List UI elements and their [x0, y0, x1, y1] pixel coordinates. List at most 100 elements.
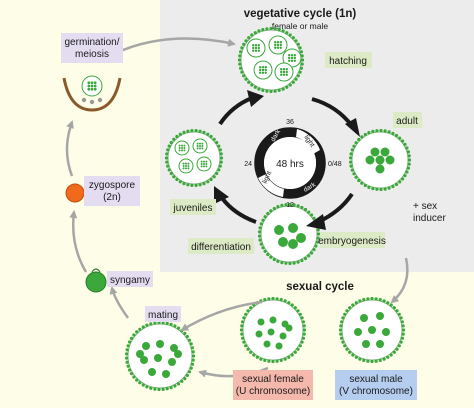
hatching-parent-somatic-cell	[300, 58, 305, 62]
embryogenesis-spheroid-somatic-cell	[266, 211, 270, 216]
arrow-mating-to-syngamy	[109, 286, 130, 319]
juveniles-parent-somatic-cell	[194, 183, 198, 187]
sexual-female-spheroid-somatic-cell	[267, 359, 271, 363]
adult-spheroid-somatic-cell	[406, 166, 410, 170]
embryogenesis-spheroid-somatic-cell	[258, 234, 262, 238]
adult-spheroid-somatic-cell	[401, 177, 405, 181]
adult-spheroid-somatic-cell	[387, 186, 391, 190]
sexual-male-spheroid-somatic-cell	[348, 350, 352, 354]
embryogenesis-spheroid-somatic-cell	[296, 260, 300, 264]
juveniles-parent-somatic-cell	[190, 129, 194, 133]
hatching-juvenile-cell	[280, 68, 283, 71]
juvenile-cell	[178, 147, 181, 149]
adult-spheroid-somatic-cell	[387, 130, 391, 134]
mating-spheroid-somatic-cell	[185, 373, 189, 377]
sexual-male-spheroid-somatic-cell	[382, 299, 386, 303]
hatching-juvenile-cell	[279, 46, 282, 49]
zygospore-cell	[65, 183, 85, 203]
juveniles-parent-somatic-cell	[190, 183, 194, 187]
adult-spheroid-somatic-cell	[407, 154, 411, 158]
germling-cell	[87, 81, 91, 85]
juveniles-parent-somatic-cell	[194, 129, 198, 133]
mating-spheroid-somatic-cell	[191, 354, 196, 358]
arrow-adult-to-embryo-head	[306, 214, 326, 230]
clock-seg-light-bottom: light	[261, 170, 273, 185]
juvenile-cell	[200, 165, 203, 168]
hatching-parent-somatic-cell	[253, 31, 257, 35]
hatching-parent-somatic-cell	[253, 85, 257, 89]
embryogenesis-spheroid-somatic-cell	[307, 210, 311, 214]
sexual-male-spheroid-somatic-cell	[351, 303, 355, 307]
adult-spheroid-somatic-cell	[350, 168, 354, 172]
meiosis-product	[97, 97, 103, 103]
hatching-parent-somatic-cell	[265, 89, 269, 93]
juvenile-cell	[183, 149, 186, 152]
label-hatching: hatching	[329, 56, 367, 67]
sexual-male-spheroid-somatic-cell	[397, 312, 401, 316]
sperm-packet	[376, 340, 384, 348]
hatching-juvenile-cell	[279, 41, 282, 44]
hatching-parent-somatic-cell	[250, 83, 254, 87]
hatching-juvenile-cell	[257, 49, 260, 52]
embryogenesis-spheroid-somatic-cell	[259, 242, 263, 246]
mated-egg	[136, 350, 144, 358]
hatching-juvenile-cell	[280, 70, 283, 74]
sexual-male-spheroid-somatic-cell	[339, 324, 343, 328]
juveniles-parent-somatic-cell	[206, 132, 210, 136]
adult-spheroid-somatic-cell	[405, 170, 409, 174]
adult-spheroid-somatic-cell	[352, 144, 356, 148]
juvenile-cell	[196, 147, 199, 150]
hatching-parent-somatic-cell	[247, 36, 251, 40]
hatching-juvenile-cell	[288, 56, 291, 60]
sexual-female-spheroid-somatic-cell	[302, 328, 307, 332]
hatching-parent-somatic-cell	[237, 58, 242, 62]
adult-spheroid-somatic-cell	[363, 183, 367, 188]
sexual-male-spheroid-somatic-cell	[362, 358, 366, 362]
mating-spheroid-somatic-cell	[128, 340, 132, 344]
hatching-juvenile-cell	[274, 41, 277, 44]
mating-spheroid-somatic-cell	[129, 372, 134, 376]
embryo	[274, 225, 284, 235]
meiosis-product	[89, 99, 95, 105]
embryogenesis-spheroid-somatic-cell	[284, 261, 288, 265]
adult-spheroid-somatic-cell	[357, 137, 361, 142]
sexual-male-spheroid-somatic-cell	[374, 297, 378, 301]
sexual-female-spheroid-somatic-cell	[242, 316, 246, 320]
clock-center-label: 48 hrs	[276, 159, 304, 170]
germling-cell	[93, 81, 97, 85]
sexual-male-spheroid-somatic-cell	[345, 309, 349, 313]
hatching-juvenile-cell	[264, 68, 267, 72]
hatching-parent-somatic-cell	[244, 77, 248, 81]
sexual-male-spheroid-somatic-cell	[370, 359, 374, 364]
embryogenesis-spheroid-somatic-cell	[316, 236, 320, 240]
juvenile-cell	[196, 145, 199, 147]
embryogenesis-spheroid-somatic-cell	[258, 230, 262, 234]
arrow-hatching-to-adult-head	[345, 118, 360, 137]
hatching-parent-somatic-cell	[257, 29, 261, 33]
sexual-male-spheroid-somatic-cell	[382, 357, 386, 361]
embryogenesis-spheroid-somatic-cell	[269, 255, 273, 259]
label-adult: adult	[396, 116, 418, 127]
sexual-female-spheroid-somatic-cell	[249, 306, 253, 310]
adult-spheroid-somatic-cell	[349, 164, 353, 168]
sexual-female-spheroid-somatic-cell	[240, 332, 244, 336]
hatching-juvenile-cell	[264, 66, 267, 69]
sexual-female-spheroid-somatic-cell	[301, 320, 305, 324]
hatching-juvenile-cell	[280, 73, 283, 77]
hatching-parent-somatic-cell	[294, 39, 298, 43]
juveniles-parent-somatic-cell	[182, 182, 186, 186]
adult-spheroid-somatic-cell	[354, 175, 358, 179]
hatching-parent-somatic-cell	[238, 62, 242, 66]
arrow-adult-to-male	[390, 257, 409, 304]
clock-tick-bottom: 12	[286, 202, 294, 209]
germling-cell	[93, 84, 97, 88]
adult-spheroid-somatic-cell	[371, 129, 375, 133]
arrow-juvenile-to-hatching	[218, 96, 253, 126]
sexual-female-spheroid-somatic-cell	[241, 320, 245, 324]
sexual-female-spheroid-somatic-cell	[259, 357, 263, 361]
embryogenesis-spheroid-somatic-cell	[292, 261, 296, 265]
juvenile-cell	[183, 144, 186, 147]
embryogenesis-spheroid-somatic-cell	[272, 257, 276, 262]
juveniles-parent-somatic-cell	[212, 175, 216, 179]
sperm-packet	[362, 340, 370, 348]
